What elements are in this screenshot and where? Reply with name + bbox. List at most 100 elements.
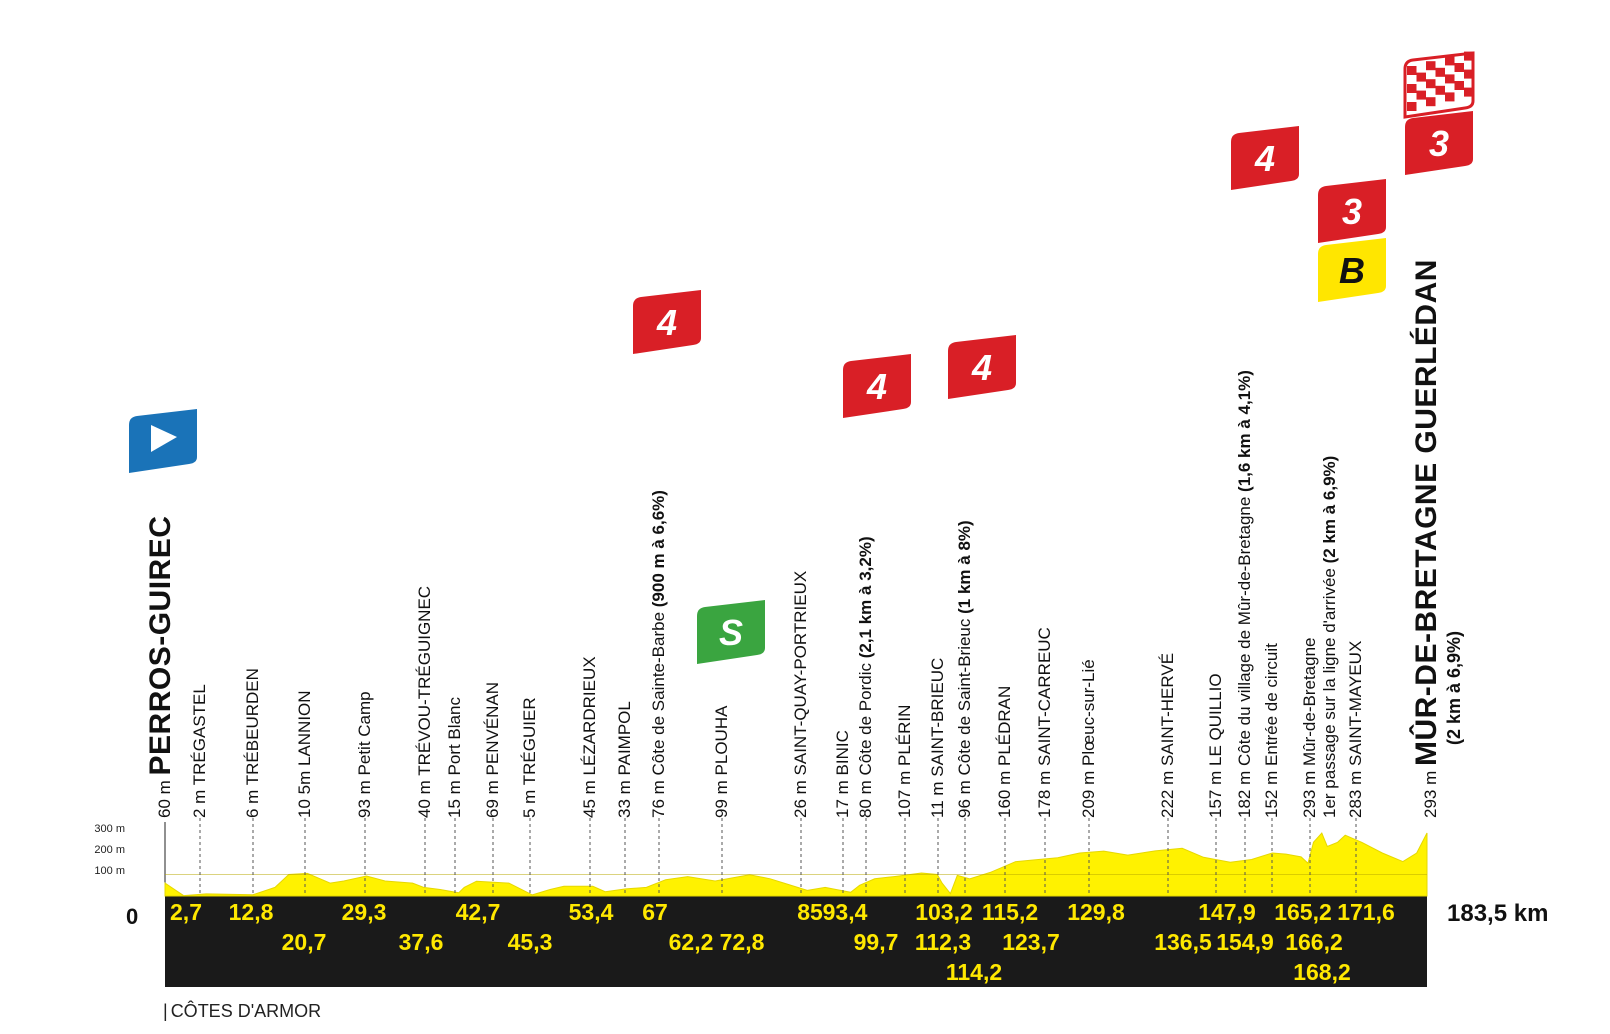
climb-badge-finish-text: 3 [1429, 123, 1449, 164]
km-marker: 171,6 [1337, 899, 1395, 925]
waypoint-alt: 93 m [355, 775, 374, 818]
waypoint-alt: 33 m [615, 775, 634, 818]
checker-square [1407, 102, 1417, 111]
climb-badge-pordic-shape [843, 354, 911, 418]
waypoint-name: PLÉDRAN [995, 685, 1014, 767]
km-marker: 12,8 [228, 899, 274, 925]
waypoint-label: 160 m PLÉDRAN [995, 686, 1015, 818]
climb-badge-saint-brieuc: 4 [948, 335, 1016, 399]
finish-detail: (2 km à 6,9%) [1444, 630, 1464, 745]
waypoint-name: Côte de Pordic [856, 663, 875, 776]
waypoint-name: Petit Camp [355, 691, 374, 776]
waypoint-alt: 5 m [520, 785, 539, 818]
climb-badge-mur-first-text: 3 [1342, 191, 1362, 232]
waypoint-name: PAIMPOL [615, 701, 634, 776]
checker-square [1435, 67, 1445, 77]
climb-detail: (1 km à 8%) [955, 520, 974, 619]
checker-square [1416, 72, 1426, 82]
waypoint-alt: 76 m [649, 775, 668, 818]
checker-square [1407, 84, 1417, 93]
waypoint-label: 45 m LÉZARDRIEUX [580, 656, 600, 818]
waypoint-alt: 15 m [445, 775, 464, 818]
waypoint-label: 17 m BINIC [833, 730, 853, 818]
start-name: PERROS-GUIREC [144, 515, 177, 776]
km-marker: 165,2 [1274, 899, 1332, 925]
km-marker: 154,9 [1216, 929, 1274, 955]
waypoint-subline-text: 1er passage sur la ligne d'arrivée [1320, 568, 1339, 818]
km-marker: 2,7 [170, 899, 202, 925]
climb-badge-village-mur-text: 4 [1254, 138, 1275, 179]
waypoint-label: 15 m Port Blanc [445, 697, 465, 818]
waypoint-name: Côte de Saint-Brieuc [955, 618, 974, 776]
waypoint-name: LE QUILLIO [1206, 673, 1225, 767]
climb-badge-sainte-barbe: 4 [633, 290, 701, 354]
distance-band [165, 896, 1427, 987]
climb-badge-mur-first-shape [1318, 179, 1386, 243]
distance-zero: 0 [126, 904, 139, 929]
bonus-badge: B [1318, 238, 1386, 302]
km-marker: 67 [642, 899, 668, 925]
km-marker: 29,3 [341, 899, 387, 925]
waypoint-name: SAINT-BRIEUC [928, 657, 947, 777]
km-marker: 136,5 [1154, 929, 1212, 955]
waypoint-alt: 96 m [955, 775, 974, 818]
waypoint-alt: 69 m [483, 775, 502, 818]
waypoint-alt: 80 m [856, 775, 875, 818]
km-marker: 45,3 [507, 929, 553, 955]
waypoint-alt: 209 m [1079, 766, 1098, 818]
km-marker: 93,4 [822, 899, 868, 925]
waypoint-name: Plœuc-sur-Lié [1079, 659, 1098, 767]
bonus-badge-text: B [1339, 250, 1365, 291]
waypoint-alt: 107 m [895, 766, 914, 818]
waypoint-name: PLOUHA [712, 705, 731, 776]
checker-square [1454, 63, 1464, 72]
waypoint-label: 80 m Côte de Pordic (2,1 km à 3,2%) [856, 536, 876, 818]
km-marker: 103,2 [915, 899, 973, 925]
waypoint-alt: 178 m [1035, 766, 1054, 818]
alt-tick-200: 200 m [94, 844, 125, 856]
km-marker: 99,7 [853, 929, 899, 955]
finish-alt: 293 m [1421, 770, 1440, 818]
waypoint-label: 99 m PLOUHA [712, 706, 732, 818]
distance-total: 183,5 km [1447, 900, 1549, 927]
finish-label: 293 m MÛR-DE-BRETAGNE GUERLÉDAN [1410, 259, 1446, 818]
waypoint-label: 182 m Côte du village de Mûr-de-Bretagne… [1235, 370, 1255, 818]
waypoint-name: BINIC [833, 730, 852, 776]
waypoint-label: 10 5m LANNION [295, 690, 315, 818]
checker-square [1464, 69, 1474, 79]
waypoint-name: Côte de Sainte-Barbe [649, 611, 668, 776]
waypoint-name: Côte du village de Mûr-de-Bretagne [1235, 496, 1254, 767]
waypoint-name: PENVÉNAN [483, 681, 502, 776]
waypoint-alt: 40 m [415, 775, 434, 818]
checker-square [1416, 90, 1426, 100]
waypoint-alt: 283 m [1346, 766, 1365, 818]
waypoint-name: SAINT-CARREUC [1035, 627, 1054, 767]
profile-area [164, 832, 1428, 897]
km-marker: 53,4 [568, 899, 614, 925]
km-marker: 115,2 [981, 899, 1039, 925]
waypoint-name: TRÉGASTEL [190, 684, 209, 786]
start-badge [129, 409, 197, 473]
climb-badge-saint-brieuc-shape [948, 335, 1016, 399]
km-marker: 20,7 [281, 929, 327, 955]
climb-badge-mur-first: 3 [1318, 179, 1386, 243]
climb-badge-finish-shape [1405, 111, 1473, 175]
km-marker: 114,2 [945, 959, 1003, 985]
waypoint-name: LANNION [295, 690, 314, 767]
km-marker: 62,2 [668, 929, 714, 955]
waypoint-label: 93 m Petit Camp [355, 691, 375, 818]
climb-badge-pordic: 4 [843, 354, 911, 418]
waypoint-label: 157 m LE QUILLIO [1206, 673, 1226, 818]
waypoint-label: 26 m SAINT-QUAY-PORTRIEUX [791, 571, 811, 818]
waypoint-label: 40 m TRÉVOU-TRÉGUIGNEC [415, 586, 435, 818]
start-alt: 60 m [155, 780, 174, 818]
checker-square [1454, 81, 1464, 90]
checker-square [1426, 61, 1436, 71]
region-label: CÔTES D'ARMOR [163, 1001, 321, 1022]
sprint-badge: S [697, 600, 765, 664]
sprint-badge-text: S [719, 612, 743, 653]
checker-square [1464, 87, 1474, 97]
climb-detail: (2 km à 6,9%) [1320, 455, 1339, 569]
waypoint-alt: 152 m [1262, 766, 1281, 818]
